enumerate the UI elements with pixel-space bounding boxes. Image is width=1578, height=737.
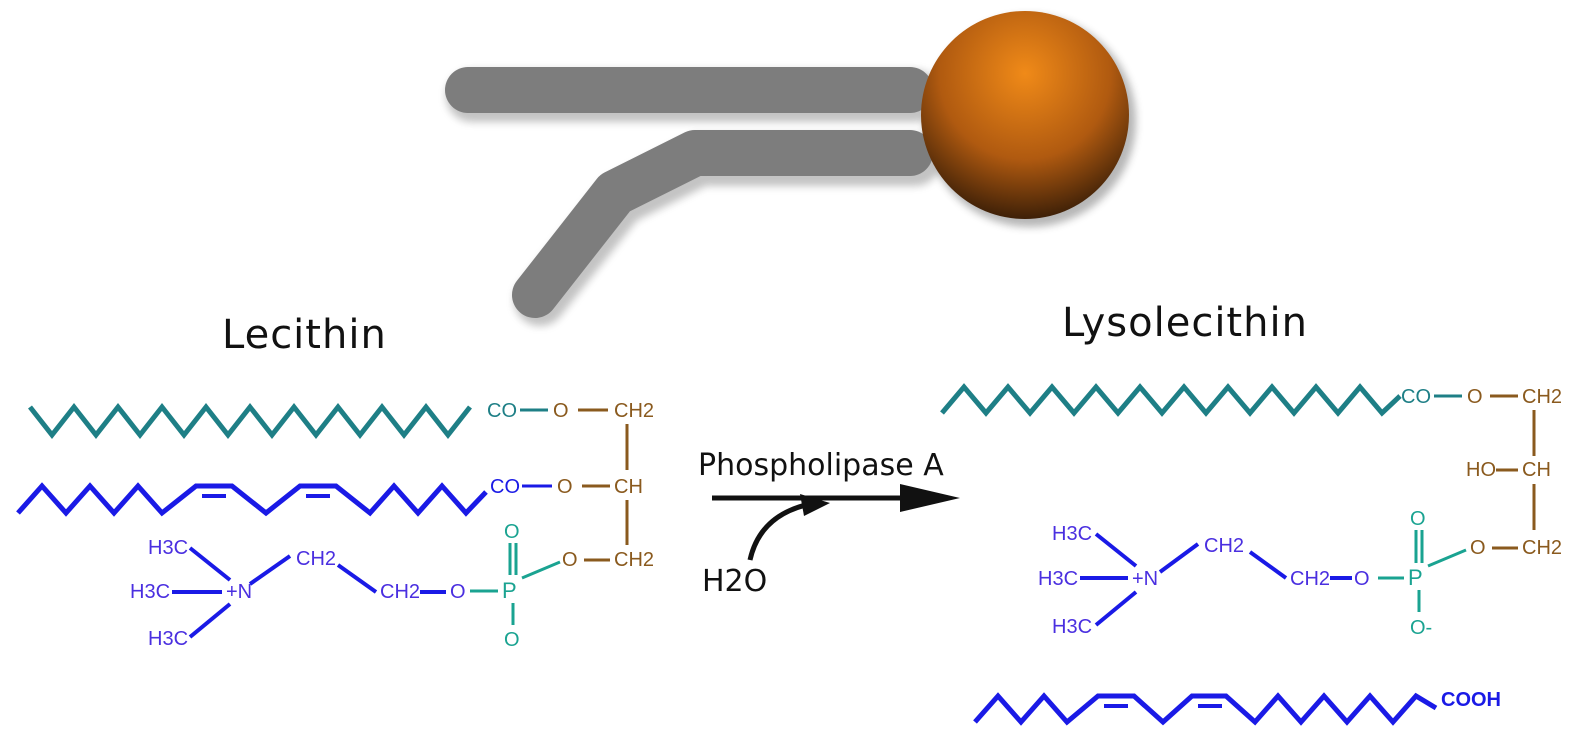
svg-text:O-: O- [1410,617,1432,639]
lecithin-structure: CO O CH2 CO O CH O CH2 O P O H3C H3C H3C… [16,400,654,651]
svg-text:O: O [562,549,578,571]
svg-text:CH2: CH2 [1290,568,1330,590]
fatty-tail-bent [512,130,933,318]
svg-text:O: O [1467,386,1483,408]
ester-co-2: CO [490,476,520,498]
svg-text:CH2: CH2 [614,549,654,571]
svg-text:HO: HO [1466,459,1496,481]
svg-text:CH2: CH2 [1522,386,1562,408]
svg-text:O: O [504,521,520,543]
polar-head-icon [921,11,1129,219]
svg-text:H3C: H3C [148,628,188,650]
svg-text:+N: +N [1132,568,1158,590]
enzyme-label: Phospholipase A [698,448,944,483]
lysolecithin-structure: CO O CH2 HO CH O CH2 O P O- H3C H3C H3C … [940,383,1562,726]
svg-text:+N: +N [226,581,252,603]
svg-text:CH: CH [1522,459,1551,481]
svg-text:O: O [557,476,573,498]
saturated-chain [28,402,472,440]
svg-text:O: O [450,581,466,603]
svg-text:CH: CH [614,476,643,498]
svg-text:CO: CO [1401,386,1431,408]
svg-text:CH2: CH2 [614,400,654,422]
svg-text:O: O [553,400,569,422]
svg-text:O: O [1410,508,1426,530]
reaction-arrow [712,484,960,561]
svg-text:O: O [1470,537,1486,559]
svg-text:CH2: CH2 [380,581,420,603]
svg-text:H3C: H3C [130,581,170,603]
product-saturated-chain [940,383,1402,417]
svg-text:P: P [502,578,517,603]
svg-text:O: O [504,629,520,651]
ester-co-1: CO [487,400,517,422]
released-fatty-acid-chain [973,692,1438,726]
svg-text:CH2: CH2 [1204,535,1244,557]
lysolecithin-label: Lysolecithin [1062,300,1308,346]
unsaturated-chain [16,482,488,517]
svg-text:COOH: COOH [1441,689,1501,711]
svg-text:H3C: H3C [1052,616,1092,638]
svg-text:CH2: CH2 [1522,537,1562,559]
svg-text:H3C: H3C [148,537,188,559]
svg-text:H3C: H3C [1052,523,1092,545]
svg-text:CH2: CH2 [296,548,336,570]
phospholipid-icon [445,11,1136,326]
svg-text:P: P [1408,565,1423,590]
water-label: H2O [702,564,768,599]
lecithin-label: Lecithin [222,312,387,358]
svg-text:O: O [1354,568,1370,590]
svg-text:H3C: H3C [1038,568,1078,590]
